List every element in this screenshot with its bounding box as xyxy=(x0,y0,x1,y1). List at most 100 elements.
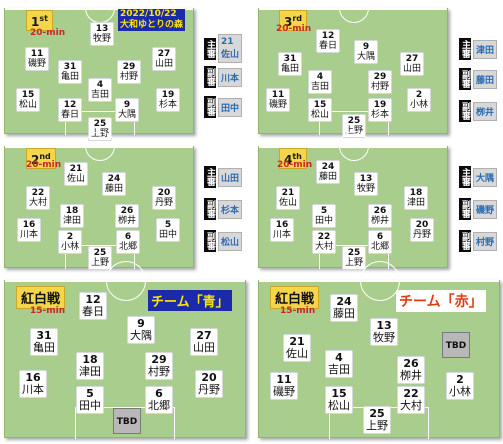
penalty-box xyxy=(65,245,135,269)
date-venue-tag: 2022/10/22 大和ゆとりの森 xyxy=(118,9,186,31)
goalkeeper-tbd: TBD xyxy=(442,332,470,358)
period-3-duration: 20-min xyxy=(276,24,312,34)
referee-assistant: 副審田中 xyxy=(204,96,243,118)
referee-assistant: 副審磯野 xyxy=(459,198,498,220)
center-circle xyxy=(106,261,146,301)
team-name: チーム「青」 xyxy=(148,290,232,311)
referee-main: 主審津田 xyxy=(459,38,498,60)
center-circle xyxy=(360,261,400,301)
referee-assistant: 副審栁井 xyxy=(459,100,498,122)
center-circle xyxy=(85,0,115,23)
period-3-label: 3rd xyxy=(279,10,308,31)
period-1-duration: 20-min xyxy=(30,28,66,38)
period-2-duration: 20-min xyxy=(26,160,62,170)
referee-main: 主審山田 xyxy=(204,166,243,188)
period-2-label: 2nd xyxy=(26,148,56,169)
referee-main: 主審大隅 xyxy=(459,166,498,188)
center-circle xyxy=(85,131,115,161)
penalty-box xyxy=(319,111,389,135)
penalty-box xyxy=(319,245,389,269)
kouhaku-duration: 15-min xyxy=(280,306,316,316)
kouhaku-label: 紅白戦 xyxy=(270,286,320,309)
referee-assistant: 副審松山 xyxy=(204,230,243,252)
period-4-duration: 20-min xyxy=(277,160,313,170)
goalkeeper-tbd: TBD xyxy=(113,408,141,434)
kouhaku-duration: 15-min xyxy=(30,306,66,316)
team-name: チーム「赤」 xyxy=(396,290,486,312)
penalty-box xyxy=(75,407,175,439)
period-1-label: 1st xyxy=(26,10,53,31)
center-circle xyxy=(339,0,369,23)
period-4-label: 4th xyxy=(279,148,307,169)
referee-assistant: 副審川本 xyxy=(204,66,243,88)
penalty-box xyxy=(65,111,135,135)
referee-assistant: 副審杉本 xyxy=(204,198,243,220)
center-circle xyxy=(339,131,369,161)
kouhaku-label: 紅白戦 xyxy=(16,286,66,309)
referee-assistant: 副審藤田 xyxy=(459,68,498,90)
